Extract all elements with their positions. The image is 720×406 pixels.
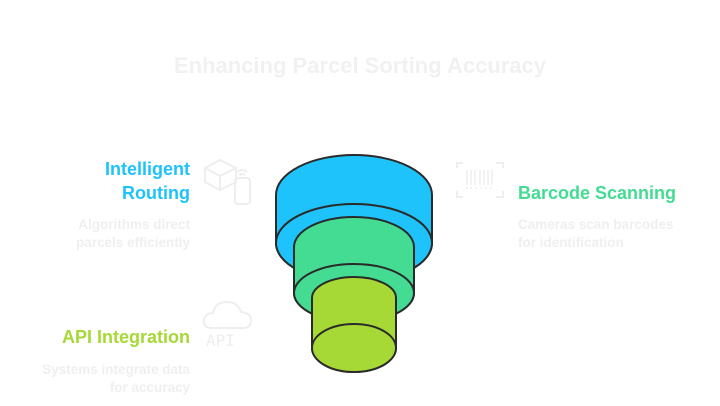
scanning-desc-line1: Cameras scan barcodes: [518, 217, 674, 232]
scanning-description: Cameras scan barcodes for identification: [518, 216, 673, 252]
routing-desc-line2: parcels efficiently: [75, 235, 190, 250]
diagram-title: Enhancing Parcel Sorting Accuracy: [173, 53, 547, 78]
routing-title-line1: Intelligent: [105, 159, 190, 179]
routing-title: Intelligent Routing: [20, 157, 190, 205]
scanning-desc-line2: for identification: [518, 235, 624, 250]
barcode-icon: [456, 162, 504, 198]
api-description: Systems integrate data for accuracy: [20, 361, 190, 397]
svg-text:API: API: [206, 331, 235, 350]
cylinder-api-base: [311, 323, 397, 373]
routing-title-line2: Routing: [122, 183, 190, 203]
api-title: API Integration: [61, 327, 190, 347]
cloud-api-icon: API: [202, 300, 253, 350]
routing-description: Algorithms direct parcels efficiently: [20, 216, 190, 252]
box-phone-icon: [204, 159, 251, 205]
api-desc-line1: Systems integrate data: [42, 362, 190, 377]
scanning-title: Barcode Scanning: [518, 183, 677, 203]
routing-desc-line1: Algorithms direct: [78, 217, 190, 232]
api-desc-line2: for accuracy: [109, 380, 190, 395]
